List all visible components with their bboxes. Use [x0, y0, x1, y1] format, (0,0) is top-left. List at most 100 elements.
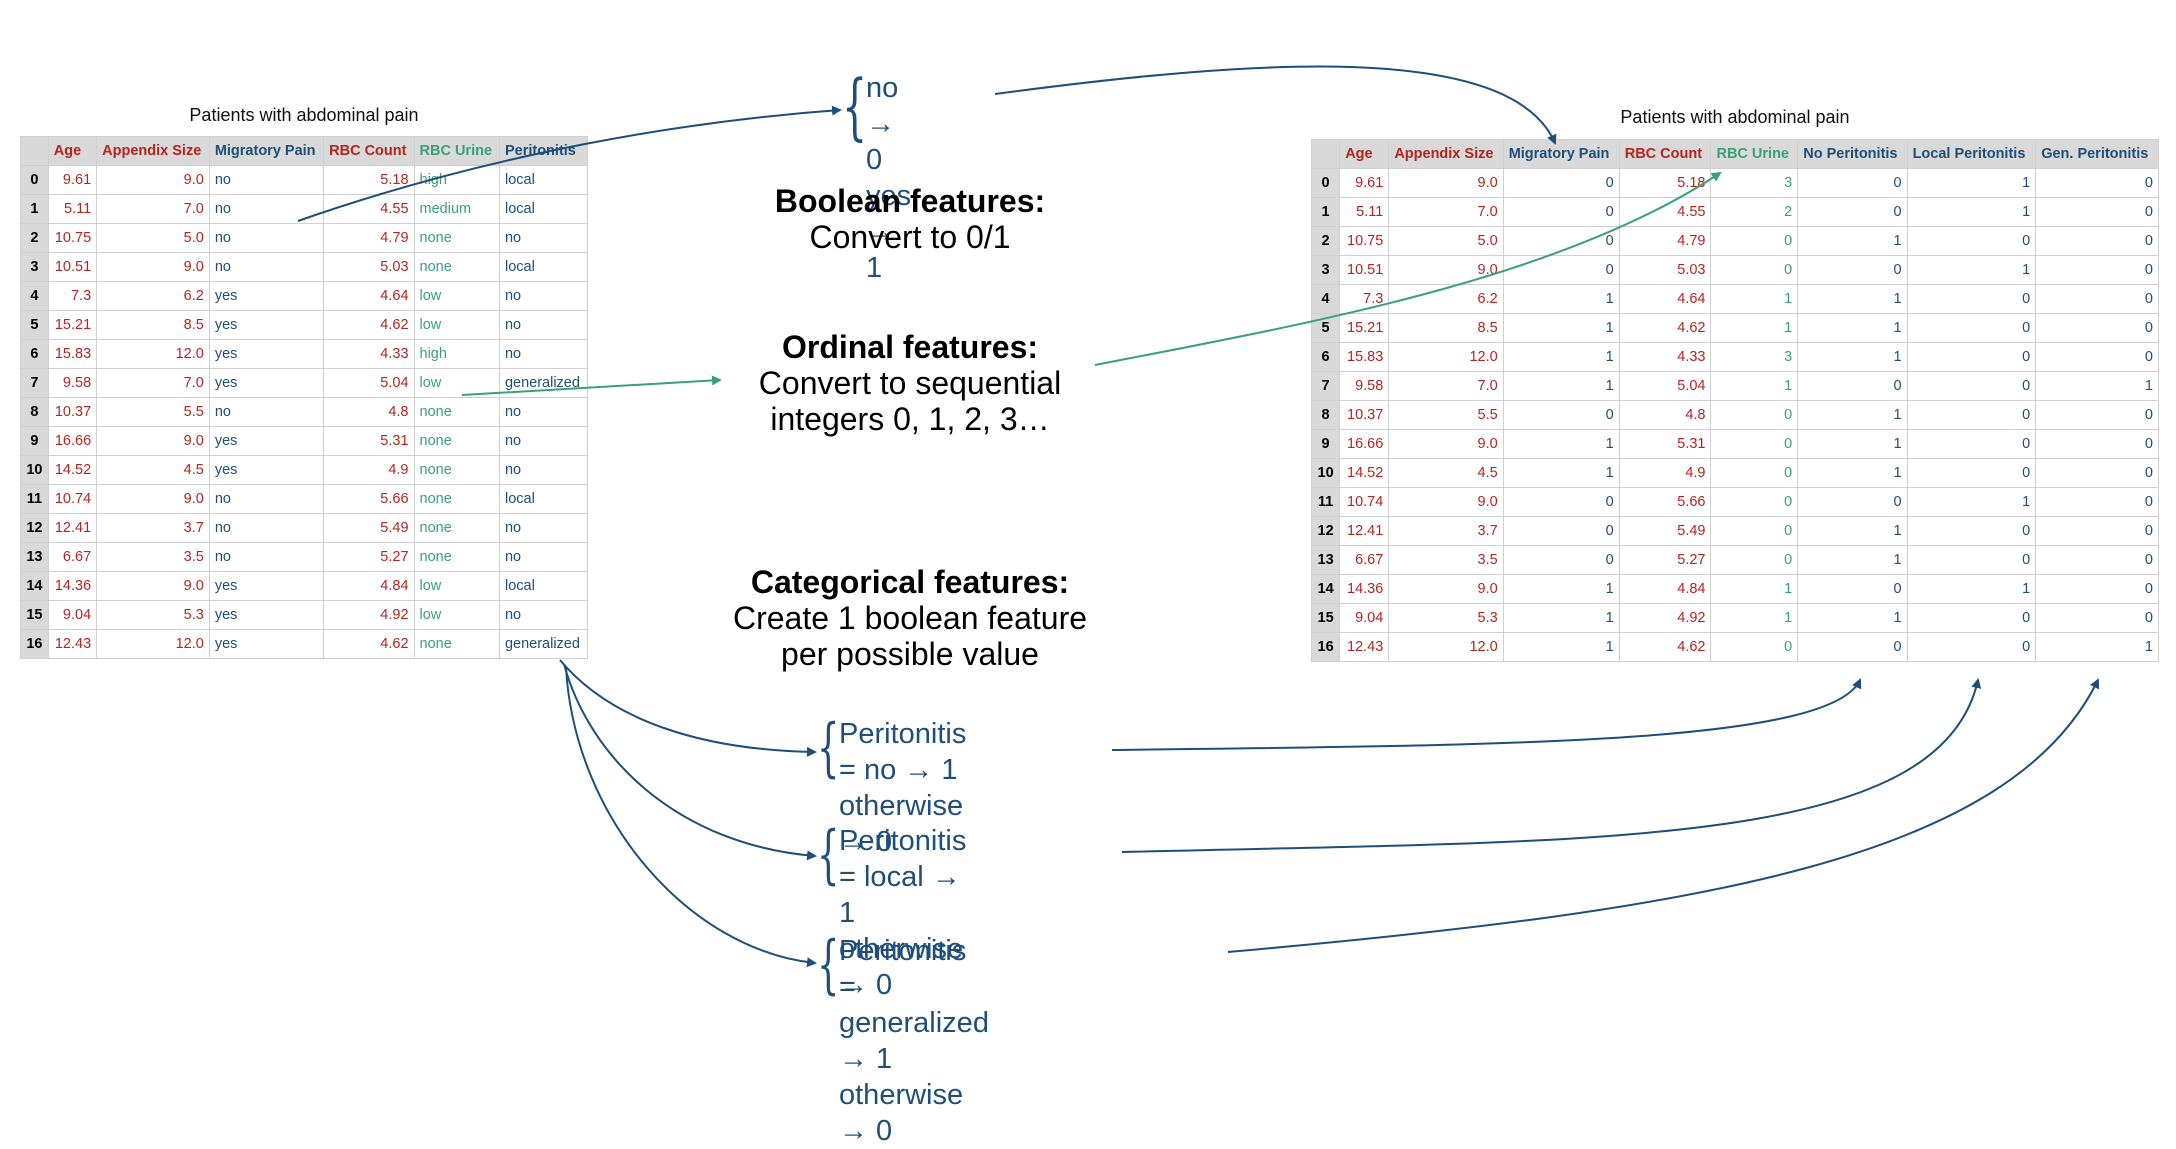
arrow-peritonitis-to-rule-local	[563, 663, 817, 861]
table-cell: 1	[1502, 429, 1620, 459]
table-cell: local	[498, 165, 589, 195]
brace-symbol: {	[817, 818, 840, 892]
table-cell: no	[498, 223, 589, 253]
left-header-age: Age	[47, 136, 98, 166]
table-cell: 0	[2035, 226, 2159, 256]
row-index: 9	[20, 426, 49, 456]
table-cell: 4.92	[323, 600, 415, 630]
table-cell: yes	[208, 455, 325, 485]
table-cell: no	[498, 339, 589, 369]
table-cell: 12.43	[47, 629, 98, 659]
table-cell: 10.37	[47, 397, 98, 427]
right-header-rbc-urine: RBC Urine	[1710, 139, 1799, 169]
table-cell: 0	[1797, 632, 1908, 662]
table-cell: 4.64	[323, 281, 415, 311]
table-cell: generalized	[498, 629, 589, 659]
table-cell: 5.04	[1618, 371, 1712, 401]
categorical-title: Categorical features:	[750, 564, 1070, 600]
arrow-peritonitis-to-rule-gen	[565, 667, 817, 968]
table-cell: 5.27	[323, 542, 415, 572]
row-index: 6	[1310, 342, 1341, 372]
table-cell: 4.92	[1618, 603, 1712, 633]
table-cell: 9.0	[96, 484, 210, 514]
rule-no-line2: otherwise → 0	[839, 790, 964, 858]
table-cell: 9.58	[1339, 371, 1390, 401]
table-cell: 10.74	[1339, 487, 1390, 517]
table-cell: 0	[1906, 632, 2037, 662]
table-cell: 1	[1710, 284, 1799, 314]
right-header-age: Age	[1339, 139, 1390, 169]
ordinal-desc-2: integers 0, 1, 2, 3…	[770, 401, 1050, 437]
table-cell: 14.52	[47, 455, 98, 485]
table-cell: 5.18	[323, 165, 415, 195]
table-cell: 12.0	[96, 629, 210, 659]
table-cell: 4.33	[323, 339, 415, 369]
table-cell: medium	[413, 194, 500, 224]
boolean-desc: Convert to 0/1	[809, 219, 1011, 255]
table-cell: 6.67	[1339, 545, 1390, 575]
arrow-rule-gen-to-right	[1227, 678, 2099, 953]
table-cell: no	[498, 281, 589, 311]
table-cell: 0	[1710, 516, 1799, 546]
row-index: 10	[1310, 458, 1341, 488]
table-cell: 9.0	[1388, 168, 1504, 198]
table-cell: 1	[1502, 603, 1620, 633]
table-cell: 3.5	[1388, 545, 1504, 575]
right-header-no-peritonitis: No Peritonitis	[1797, 139, 1908, 169]
right-header-migratory-pain: Migratory Pain	[1502, 139, 1620, 169]
table-cell: 1	[1906, 255, 2037, 285]
table-cell: 1	[1502, 284, 1620, 314]
table-cell: 0	[2035, 487, 2159, 517]
table-cell: 3.7	[96, 513, 210, 543]
rule-local-line1: Peritonitis = local → 1	[839, 825, 967, 929]
table-cell: 0	[1797, 371, 1908, 401]
table-cell: none	[413, 223, 500, 253]
table-cell: 9.04	[1339, 603, 1390, 633]
table-cell: low	[413, 310, 500, 340]
table-cell: 0	[1906, 545, 2037, 575]
table-cell: 3.5	[96, 542, 210, 572]
table-cell: none	[413, 629, 500, 659]
arrow-rule-local-to-right	[1121, 678, 1982, 853]
table-cell: 1	[1797, 516, 1908, 546]
table-cell: 10.74	[47, 484, 98, 514]
row-index: 7	[1310, 371, 1341, 401]
rule-no-line1: Peritonitis = no → 1	[839, 718, 967, 786]
table-cell: 4.5	[96, 455, 210, 485]
table-cell: 15.21	[1339, 313, 1390, 343]
table-cell: generalized	[498, 368, 589, 398]
table-cell: 5.31	[323, 426, 415, 456]
boolean-heading: Boolean features: Convert to 0/1	[680, 183, 1140, 255]
row-index: 8	[20, 397, 49, 427]
row-index: 14	[20, 571, 49, 601]
table-cell: 0	[1797, 168, 1908, 198]
table-cell: 1	[1797, 458, 1908, 488]
table-cell: 4.33	[1618, 342, 1712, 372]
table-cell: no	[498, 310, 589, 340]
row-index: 5	[20, 310, 49, 340]
table-cell: 9.58	[47, 368, 98, 398]
table-cell: 1	[1710, 574, 1799, 604]
table-cell: 8.5	[96, 310, 210, 340]
table-cell: 4.62	[323, 310, 415, 340]
table-cell: 0	[1710, 255, 1799, 285]
row-index: 4	[20, 281, 49, 311]
table-cell: 9.0	[96, 571, 210, 601]
table-cell: no	[208, 484, 325, 514]
table-cell: no	[208, 542, 325, 572]
table-cell: 12.43	[1339, 632, 1390, 662]
row-index: 13	[1310, 545, 1341, 575]
table-cell: 5.49	[323, 513, 415, 543]
